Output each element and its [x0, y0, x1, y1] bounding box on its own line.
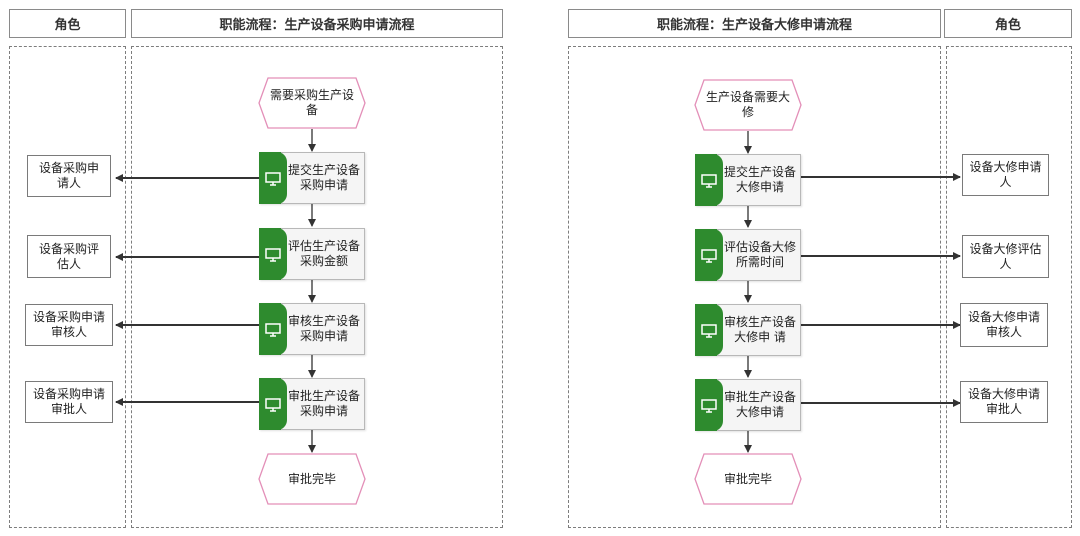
left-role-3: 设备采购申请审核人 — [25, 304, 113, 346]
left-task-2-label: 评估生产设备采购金额 — [287, 239, 360, 268]
left-start-event-label: 需要采购生产设备 — [269, 88, 354, 117]
right-end-event: 审批完毕 — [694, 453, 802, 505]
monitor-icon — [701, 399, 717, 413]
right-start-event: 生产设备需要大修 — [694, 79, 802, 131]
left-task-1-label: 提交生产设备采购申请 — [287, 163, 360, 192]
right-role-lane — [946, 46, 1072, 528]
right-task-1: 提交生产设备大修申请 — [695, 154, 801, 206]
left-end-event-label: 审批完毕 — [287, 471, 336, 486]
right-role-3: 设备大修申请审核人 — [960, 303, 1048, 347]
monitor-icon — [701, 174, 717, 188]
left-role-1: 设备采购申请人 — [27, 155, 111, 197]
right-start-event-label: 生产设备需要大修 — [705, 90, 790, 119]
left-task-4-label: 审批生产设备采购申请 — [287, 389, 360, 418]
right-task-3-label: 审核生产设备大修申 请 — [723, 315, 796, 344]
left-start-event: 需要采购生产设备 — [258, 77, 366, 129]
left-task-2: 评估生产设备采购金额 — [259, 228, 365, 280]
monitor-icon — [265, 323, 281, 337]
right-task-2-label: 评估设备大修所需时间 — [723, 240, 796, 269]
left-role-header: 角色 — [9, 9, 126, 38]
right-task-4-label: 审批生产设备大修申请 — [723, 390, 796, 419]
monitor-icon — [265, 398, 281, 412]
right-task-3: 审核生产设备大修申 请 — [695, 304, 801, 356]
monitor-icon — [265, 248, 281, 262]
left-process-lane — [131, 46, 503, 528]
right-role-1: 设备大修申请人 — [962, 154, 1049, 196]
left-role-4: 设备采购申请审批人 — [25, 381, 113, 423]
right-task-1-label: 提交生产设备大修申请 — [723, 165, 796, 194]
left-task-3-label: 审核生产设备采购申请 — [287, 314, 360, 343]
left-role-lane — [9, 46, 126, 528]
left-process-header: 职能流程：生产设备采购申请流程 — [131, 9, 503, 38]
right-process-header: 职能流程：生产设备大修申请流程 — [568, 9, 941, 38]
right-task-2: 评估设备大修所需时间 — [695, 229, 801, 281]
right-role-header: 角色 — [944, 9, 1072, 38]
monitor-icon — [701, 249, 717, 263]
monitor-icon — [701, 324, 717, 338]
right-process-lane — [568, 46, 941, 528]
left-end-event: 审批完毕 — [258, 453, 366, 505]
left-task-4: 审批生产设备采购申请 — [259, 378, 365, 430]
right-role-2: 设备大修评估人 — [962, 235, 1049, 278]
right-role-4: 设备大修申请审批人 — [960, 381, 1048, 423]
monitor-icon — [265, 172, 281, 186]
left-task-1: 提交生产设备采购申请 — [259, 152, 365, 204]
right-task-4: 审批生产设备大修申请 — [695, 379, 801, 431]
left-task-3: 审核生产设备采购申请 — [259, 303, 365, 355]
right-end-event-label: 审批完毕 — [723, 471, 772, 486]
left-role-2: 设备采购评估人 — [27, 235, 111, 278]
